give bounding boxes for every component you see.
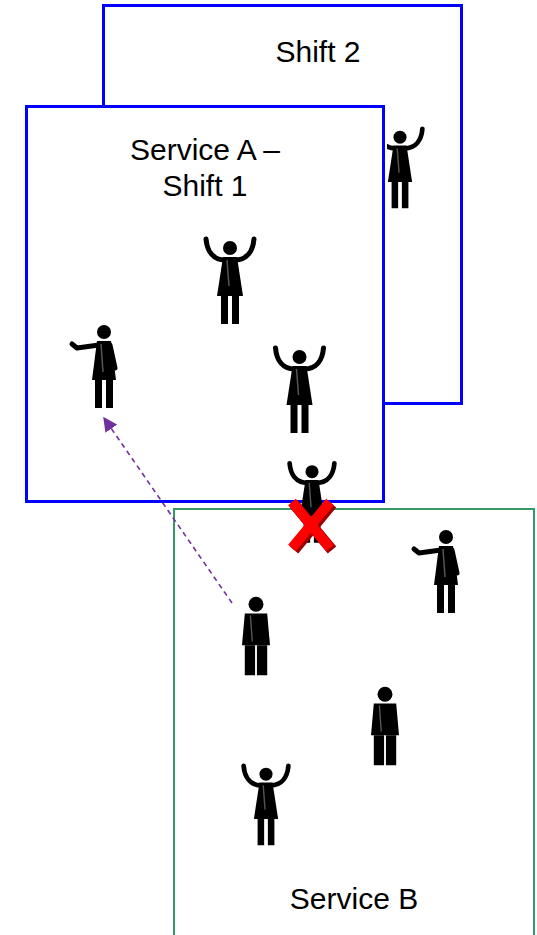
person-figure bbox=[72, 325, 116, 408]
red-cross bbox=[292, 502, 332, 550]
person-figure bbox=[244, 766, 289, 845]
move-arrow bbox=[104, 418, 232, 603]
shift-box: Service B bbox=[173, 508, 535, 935]
shift-box: Service A – Shift 1 bbox=[25, 105, 385, 503]
person-figure bbox=[276, 348, 324, 433]
person-figure bbox=[206, 239, 254, 324]
box-title: Service B bbox=[204, 881, 504, 917]
box-title: Service A – Shift 1 bbox=[103, 132, 308, 204]
person-figure bbox=[371, 687, 399, 765]
box-title: Shift 2 bbox=[168, 34, 468, 70]
person-figure bbox=[242, 597, 270, 675]
person-figure bbox=[414, 530, 458, 613]
person-figure bbox=[387, 129, 422, 208]
